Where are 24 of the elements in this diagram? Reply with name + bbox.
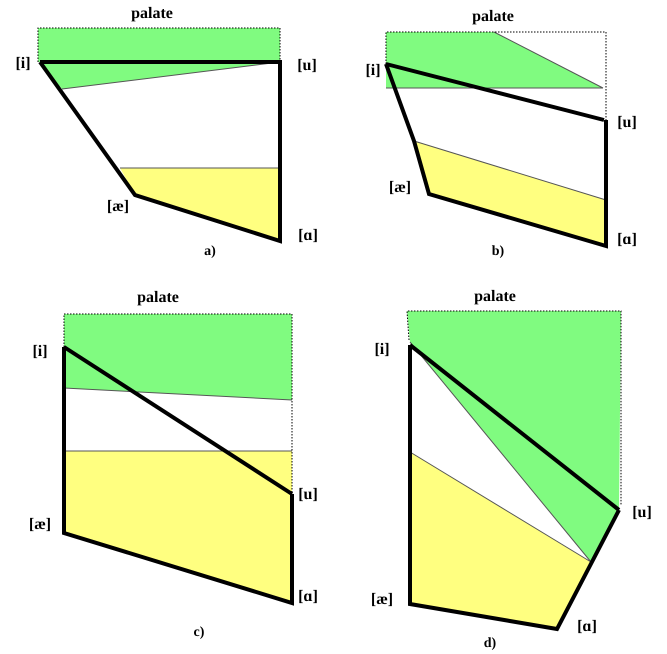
vowel-label: [ɑ]	[617, 232, 637, 248]
vowel-label: [u]	[298, 487, 318, 503]
panel-label: a)	[204, 245, 216, 259]
palate-label: palate	[472, 9, 514, 25]
vowel-label: [i]	[32, 344, 48, 360]
vowel-label: [æ]	[388, 180, 412, 196]
vowel-label: [æ]	[28, 517, 52, 533]
panel-label: b)	[492, 245, 504, 259]
vowel-label: [i]	[374, 342, 390, 358]
vowel-label: [u]	[632, 505, 652, 521]
vowel-label: [ɑ]	[298, 228, 318, 244]
vowel-label: [u]	[297, 58, 317, 74]
vowel-label: [i]	[365, 63, 381, 79]
panel-label: d)	[484, 637, 496, 651]
palate-label: palate	[137, 290, 179, 306]
vowel-label: [æ]	[106, 199, 130, 215]
panel-label: c)	[194, 626, 204, 640]
palate-label: palate	[474, 289, 516, 305]
palate-label: palate	[131, 6, 173, 22]
vowel-label: [i]	[15, 56, 31, 72]
vowel-label: [æ]	[370, 592, 394, 608]
vowel-label: [ɑ]	[577, 619, 597, 635]
vowel-label: [u]	[617, 115, 637, 131]
vowel-label: [ɑ]	[298, 589, 318, 605]
